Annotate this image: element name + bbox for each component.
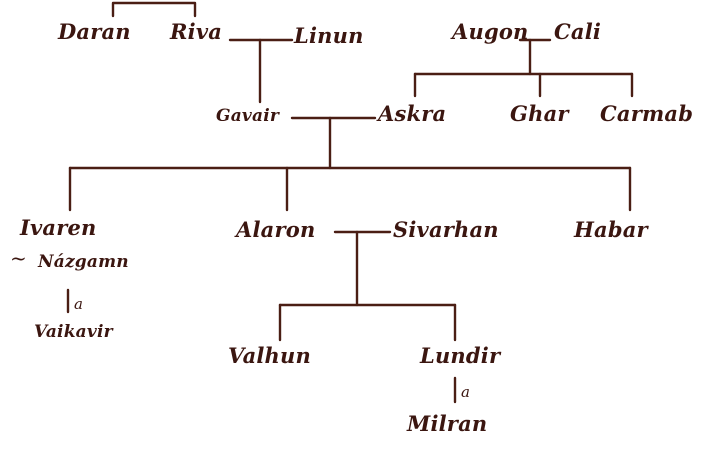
person-riva: Riva [170,19,223,44]
person-askra: Askra [378,101,447,126]
person-gavair: Gavair [216,106,280,126]
issue-mark-vaikavir: a [74,295,83,313]
union-mark: ~ [10,246,27,270]
person-ivaren: Ivaren [20,215,97,240]
issue-mark-milran: a [461,383,470,401]
person-habar: Habar [574,217,648,242]
person-daran: Daran [58,19,131,44]
person-vaikavir: Vaikavir [34,322,113,342]
person-cali: Cali [554,19,602,44]
person-milran: Milran [407,411,488,436]
person-ghar: Ghar [510,101,569,126]
person-augon: Augon [452,19,529,44]
person-linun: Linun [294,23,364,48]
daran-riva-parent-line [111,1,197,18]
person-carmab: Carmab [600,101,694,126]
person-sivarhan: Sivarhan [393,217,499,242]
person-nazgamn: Názgamn [38,252,129,272]
person-valhun: Valhun [228,343,311,368]
person-lundir: Lundir [420,343,501,368]
person-alaron: Alaron [236,217,316,242]
